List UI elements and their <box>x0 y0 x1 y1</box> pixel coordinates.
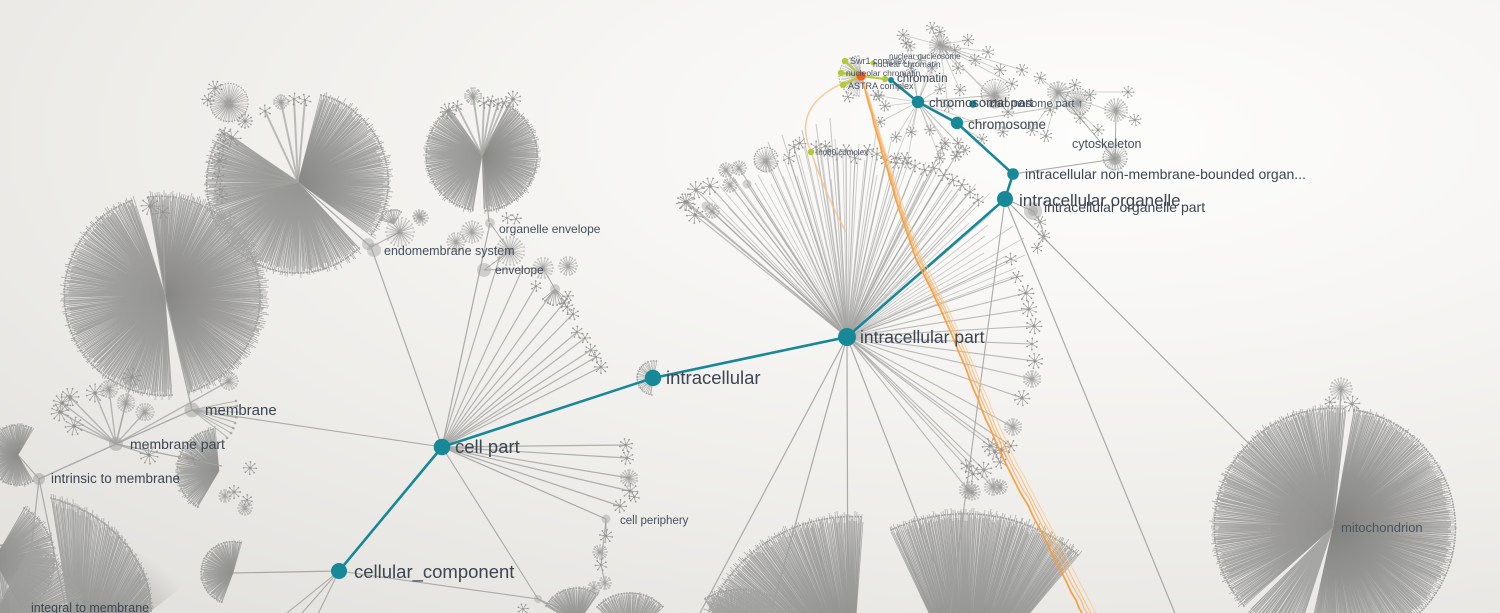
svg-text:integral to membrane: integral to membrane <box>31 601 149 613</box>
svg-text:intrinsic to membrane: intrinsic to membrane <box>51 471 180 486</box>
svg-text:nucleolar chromatin: nucleolar chromatin <box>846 68 920 78</box>
svg-text:chromatin: chromatin <box>897 73 948 85</box>
svg-text:intracellular organelle: intracellular organelle <box>1019 191 1181 210</box>
svg-text:Swr1 complex: Swr1 complex <box>850 56 907 66</box>
svg-text:intracellular non-membrane-bou: intracellular non-membrane-bounded organ… <box>1025 166 1306 182</box>
svg-text:intracellular part: intracellular part <box>860 327 985 347</box>
svg-text:nuclear nucleosome: nuclear nucleosome <box>889 52 961 61</box>
svg-text:envelope: envelope <box>495 263 544 277</box>
svg-text:chromosome: chromosome <box>968 117 1046 132</box>
svg-text:cytoskeleton: cytoskeleton <box>1072 137 1142 151</box>
svg-text:cell periphery: cell periphery <box>620 515 689 527</box>
svg-text:chromosome part ↑: chromosome part ↑ <box>989 98 1083 110</box>
svg-text:Ino80 complex: Ino80 complex <box>816 148 868 157</box>
svg-text:membrane: membrane <box>205 402 277 419</box>
svg-text:ASTRA complex: ASTRA complex <box>848 81 914 91</box>
svg-text:cellular_component: cellular_component <box>354 561 514 583</box>
svg-text:mitochondrion: mitochondrion <box>1341 520 1423 535</box>
svg-text:organelle envelope: organelle envelope <box>499 222 601 236</box>
svg-text:intracellular organelle part: intracellular organelle part <box>1044 199 1205 215</box>
svg-text:cell part: cell part <box>455 436 520 457</box>
svg-text:chromosomal part: chromosomal part <box>929 95 1033 110</box>
svg-text:nuclear chromatin: nuclear chromatin <box>873 59 941 69</box>
svg-text:endomembrane system: endomembrane system <box>384 244 515 258</box>
svg-text:membrane part: membrane part <box>130 436 225 452</box>
svg-text:intracellular: intracellular <box>666 367 761 388</box>
